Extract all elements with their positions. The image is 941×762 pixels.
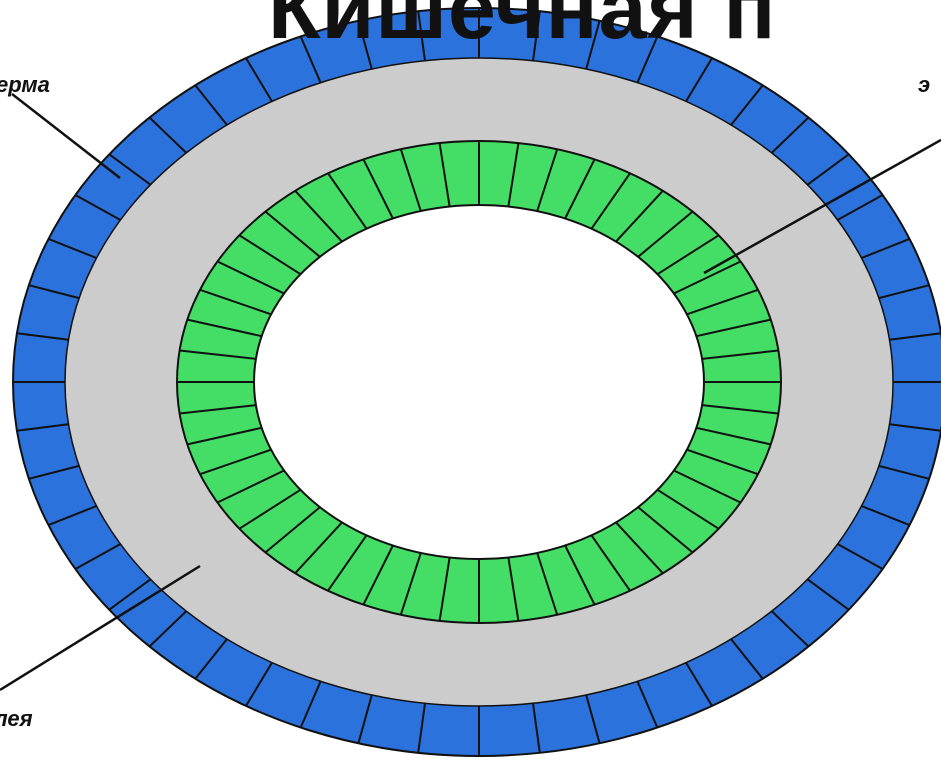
gut-cavity: [254, 205, 704, 559]
leader-line-top-left: [12, 94, 120, 178]
label-endoderm: э: [918, 72, 930, 98]
label-ectoderm: ерма: [0, 72, 50, 98]
label-mesoglea: лея: [0, 706, 33, 732]
page-title: Кишечная п: [268, 0, 776, 52]
cavity-fill: [254, 205, 704, 559]
